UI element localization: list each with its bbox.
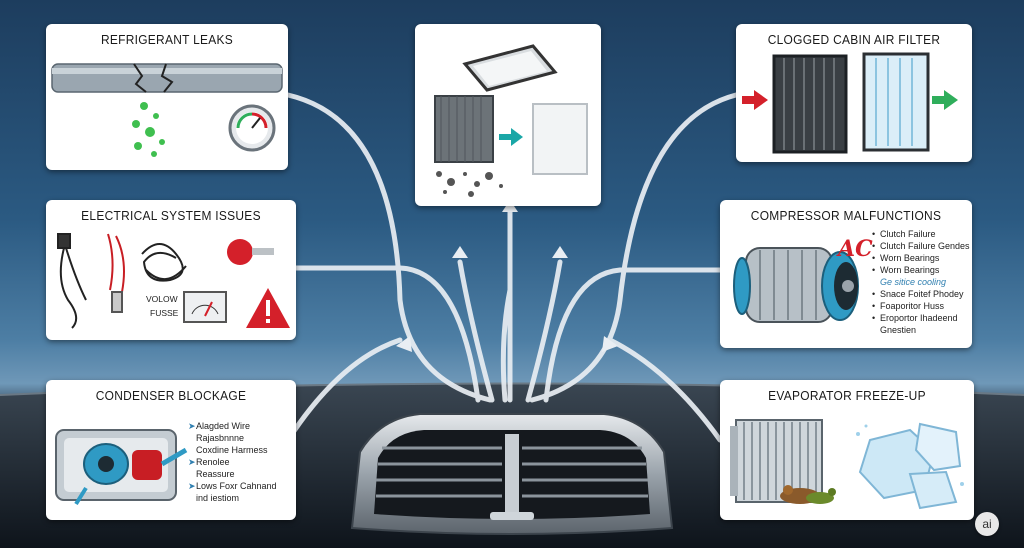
condenser-blockage-card: CONDENSER BLOCKAGE ➤Alagded Wire Rajasbn… [46,380,296,520]
clean-filter-icon [862,52,930,152]
list-item: Reassure [196,469,235,479]
condenser-issue-list: ➤Alagded Wire Rajasbnnne Coxdine Harmess… [188,420,277,504]
red-button-icon [227,239,274,265]
airflow-lines [285,92,739,443]
arrow-in-red-icon [742,90,768,110]
voltmeter-icon [183,291,227,323]
airflow-arrowheads [396,200,618,352]
refrigerant-leaks-card: REFRIGERANT LEAKS [46,24,288,170]
compressor-icon [733,247,859,323]
electrical-system-issues-card: ELECTRICAL SYSTEM ISSUES [46,200,296,340]
ac-logo: AC [838,236,873,262]
card-title: REFRIGERANT LEAKS [100,32,234,47]
list-item: •Eroportor Ihadeend [872,313,958,323]
card-title: COMPRESSOR MALFUNCTIONS [750,208,942,223]
fuse-label: FUSSE [150,308,179,318]
list-item: ➤Renolee [188,457,230,467]
volt-label: VOLOW [146,294,178,304]
list-item: Ge sitice cooling [880,277,947,287]
leaking-pipe-icon [51,63,283,93]
condenser-assembly-icon [55,429,188,506]
wire-connector-icon [57,233,87,329]
list-item: •Clutch Failure Gendes [872,241,970,251]
list-item: Coxdine Harmess [196,445,268,455]
evaporator-freeze-up-card: EVAPORATOR FREEZE-UP [720,380,974,520]
red-wires-icon [107,233,125,313]
dirty-filter-icon [434,95,494,163]
list-item: •Worn Bearings [872,265,940,275]
list-item: ➤Alagded Wire [188,421,251,431]
list-item: •Clutch Failure [872,229,936,239]
filter-replacement-card [415,24,601,206]
wire-bundle-icon [141,243,187,282]
clean-filter-icon [532,103,588,175]
card-title: CLOGGED CABIN AIR FILTER [767,32,941,47]
dust-particles-icon [436,171,503,197]
compressor-issue-list: •Clutch Failure •Clutch Failure Gendes •… [872,228,970,336]
clogged-filter-icon [772,54,848,154]
warning-triangle-icon [246,288,290,328]
ice-cubes-icon [856,422,964,510]
list-item: •Snace Foitef Phodey [872,289,964,299]
pressure-gauge-icon [228,104,276,152]
evaporator-core-icon [730,419,823,503]
list-item: ind iestiom [196,493,240,503]
arrow-out-green-icon [932,90,958,110]
list-item: ➤Lows Foxr Cahnand [188,481,277,491]
card-title: EVAPORATOR FREEZE-UP [768,388,926,403]
list-item: •Worn Bearings [872,253,940,263]
compressor-malfunctions-card: COMPRESSOR MALFUNCTIONS AC •Clutch Failu… [720,200,972,348]
debris-leaves-icon [780,485,836,504]
card-title: ELECTRICAL SYSTEM ISSUES [81,208,261,223]
list-item: Gnestien [880,325,917,335]
new-filter-icon [462,44,558,92]
ai-badge: ai [975,512,999,536]
clogged-cabin-air-filter-card: CLOGGED CABIN AIR FILTER [736,24,972,162]
ac-vent [350,413,674,535]
card-title: CONDENSER BLOCKAGE [95,388,247,403]
list-item: •Foaporitor Huss [872,301,945,311]
list-item: Rajasbnnne [196,433,245,443]
refrigerant-droplets-icon [132,102,165,157]
arrow-right-icon [499,128,523,146]
